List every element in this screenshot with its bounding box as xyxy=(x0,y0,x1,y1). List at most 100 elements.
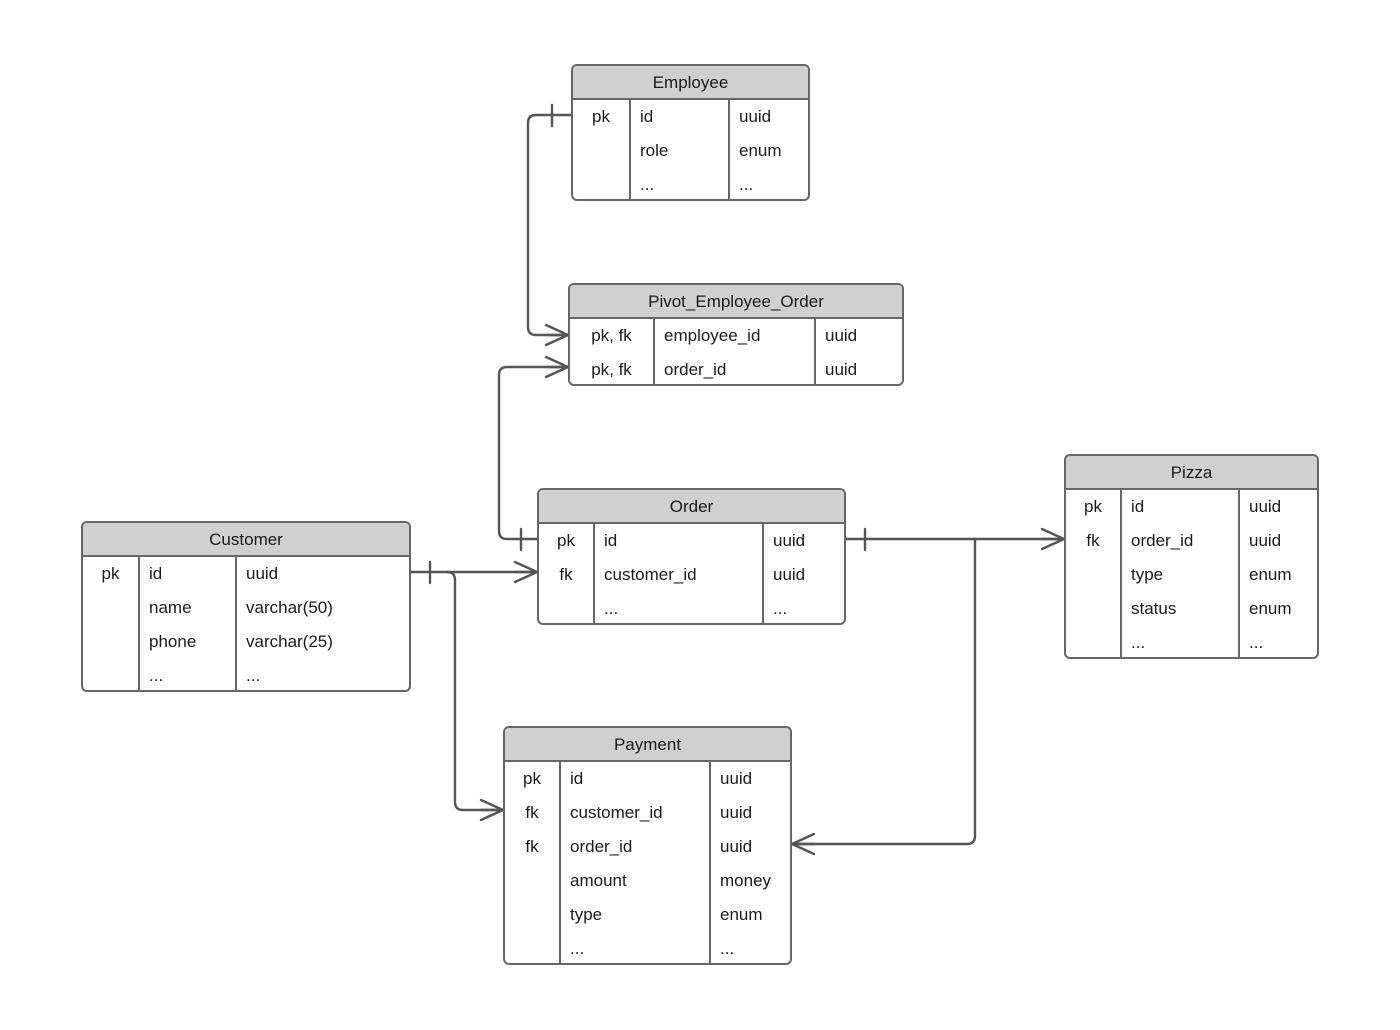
attribute-row[interactable]: amount money xyxy=(505,864,790,898)
attribute-key: pk, fk xyxy=(570,319,655,353)
attribute-key xyxy=(83,625,140,659)
attribute-name: ... xyxy=(630,168,730,199)
attribute-row[interactable]: pk id uuid xyxy=(573,100,808,134)
attribute-type: ... xyxy=(246,666,261,685)
attribute-type: enum xyxy=(720,905,763,924)
attribute-list: pk id uuid role enum ... ... xyxy=(573,100,808,199)
attribute-row[interactable]: ... ... xyxy=(573,168,808,199)
attribute-name: ... xyxy=(139,659,237,690)
attribute-list: pk id uuid fk customer_id uuid fk order_… xyxy=(505,762,790,963)
attribute-row[interactable]: ... ... xyxy=(83,659,409,690)
entity-pivot-employee-order[interactable]: Pivot_Employee_Order pk, fk employee_id … xyxy=(568,283,904,386)
cardinality-many-order-customer xyxy=(513,560,539,584)
attribute-type: money xyxy=(720,871,772,890)
attribute-type: uuid xyxy=(773,531,806,550)
attribute-type: uuid xyxy=(773,565,806,584)
attribute-row[interactable]: pk, fk order_id uuid xyxy=(570,353,902,384)
attribute-key xyxy=(573,168,631,199)
entity-title: Payment xyxy=(505,728,790,762)
attribute-key xyxy=(1066,626,1122,657)
cardinality-many-pizza-order xyxy=(1040,527,1066,551)
edge-customer-to-payment xyxy=(445,570,505,812)
attribute-name: customer_id xyxy=(560,796,711,830)
cardinality-many-payment-order xyxy=(790,832,816,856)
entity-payment[interactable]: Payment pk id uuid fk customer_id uuid f… xyxy=(503,726,792,965)
attribute-name: customer_id xyxy=(594,558,764,592)
attribute-row[interactable]: name varchar(50) xyxy=(83,591,409,625)
entity-title: Pivot_Employee_Order xyxy=(570,285,902,319)
attribute-row[interactable]: type enum xyxy=(1066,558,1317,592)
attribute-type: uuid xyxy=(1249,497,1282,516)
attribute-key: fk xyxy=(505,830,561,864)
attribute-row[interactable]: fk customer_id uuid xyxy=(505,796,790,830)
attribute-name: type xyxy=(1121,558,1240,592)
attribute-name: id xyxy=(1121,490,1240,524)
attribute-list: pk id uuid fk order_id uuid type enum st… xyxy=(1066,490,1317,657)
attribute-name: type xyxy=(560,898,711,932)
attribute-key: pk xyxy=(505,762,561,796)
attribute-row[interactable]: ... ... xyxy=(1066,626,1317,657)
attribute-row[interactable]: ... ... xyxy=(505,932,790,963)
entity-title: Employee xyxy=(573,66,808,100)
attribute-row[interactable]: fk order_id uuid xyxy=(1066,524,1317,558)
attribute-row[interactable]: role enum xyxy=(573,134,808,168)
attribute-row[interactable]: pk, fk employee_id uuid xyxy=(570,319,902,353)
attribute-name: id xyxy=(560,762,711,796)
attribute-row[interactable]: pk id uuid xyxy=(83,557,409,591)
attribute-list: pk id uuid name varchar(50) phone varcha… xyxy=(83,557,409,690)
entity-title: Order xyxy=(539,490,844,524)
attribute-type: ... xyxy=(739,175,754,194)
attribute-type: uuid xyxy=(246,564,279,583)
cardinality-many-payment-customer xyxy=(479,798,505,822)
entity-employee[interactable]: Employee pk id uuid role enum ... ... xyxy=(571,64,810,201)
entity-order[interactable]: Order pk id uuid fk customer_id uuid ...… xyxy=(537,488,846,625)
attribute-list: pk id uuid fk customer_id uuid ... ... xyxy=(539,524,844,623)
attribute-name: ... xyxy=(560,932,711,963)
attribute-key xyxy=(505,932,561,963)
attribute-name: order_id xyxy=(1121,524,1240,558)
attribute-key xyxy=(1066,592,1122,626)
attribute-name: status xyxy=(1121,592,1240,626)
attribute-type: uuid xyxy=(720,803,753,822)
attribute-type: uuid xyxy=(825,360,858,379)
attribute-row[interactable]: fk customer_id uuid xyxy=(539,558,844,592)
edge-order-to-pivot xyxy=(497,365,570,541)
attribute-key: pk xyxy=(573,100,631,134)
entity-title: Pizza xyxy=(1066,456,1317,490)
attribute-row[interactable]: phone varchar(25) xyxy=(83,625,409,659)
attribute-name: amount xyxy=(560,864,711,898)
attribute-name: id xyxy=(139,557,237,591)
attribute-type: enum xyxy=(1249,565,1292,584)
attribute-name: order_id xyxy=(654,353,816,384)
attribute-row[interactable]: status enum xyxy=(1066,592,1317,626)
attribute-name: order_id xyxy=(560,830,711,864)
attribute-type: ... xyxy=(1249,633,1264,652)
attribute-row[interactable]: pk id uuid xyxy=(1066,490,1317,524)
attribute-name: id xyxy=(594,524,764,558)
attribute-type: enum xyxy=(739,141,782,160)
attribute-row[interactable]: pk id uuid xyxy=(539,524,844,558)
attribute-type: uuid xyxy=(720,837,753,856)
attribute-row[interactable]: type enum xyxy=(505,898,790,932)
attribute-key xyxy=(83,659,140,690)
attribute-key xyxy=(573,134,631,168)
attribute-type: ... xyxy=(773,599,788,618)
attribute-row[interactable]: fk order_id uuid xyxy=(505,830,790,864)
attribute-type: varchar(25) xyxy=(246,632,333,651)
attribute-name: phone xyxy=(139,625,237,659)
cardinality-many-pivot-order xyxy=(544,355,570,379)
attribute-key: pk xyxy=(1066,490,1122,524)
attribute-row[interactable]: pk id uuid xyxy=(505,762,790,796)
attribute-key xyxy=(505,898,561,932)
entity-customer[interactable]: Customer pk id uuid name varchar(50) pho… xyxy=(81,521,411,692)
attribute-key xyxy=(83,591,140,625)
attribute-name: employee_id xyxy=(654,319,816,353)
attribute-type: uuid xyxy=(720,769,753,788)
attribute-key: fk xyxy=(539,558,595,592)
attribute-row[interactable]: ... ... xyxy=(539,592,844,623)
attribute-name: role xyxy=(630,134,730,168)
entity-pizza[interactable]: Pizza pk id uuid fk order_id uuid type e… xyxy=(1064,454,1319,659)
attribute-key: pk xyxy=(539,524,595,558)
